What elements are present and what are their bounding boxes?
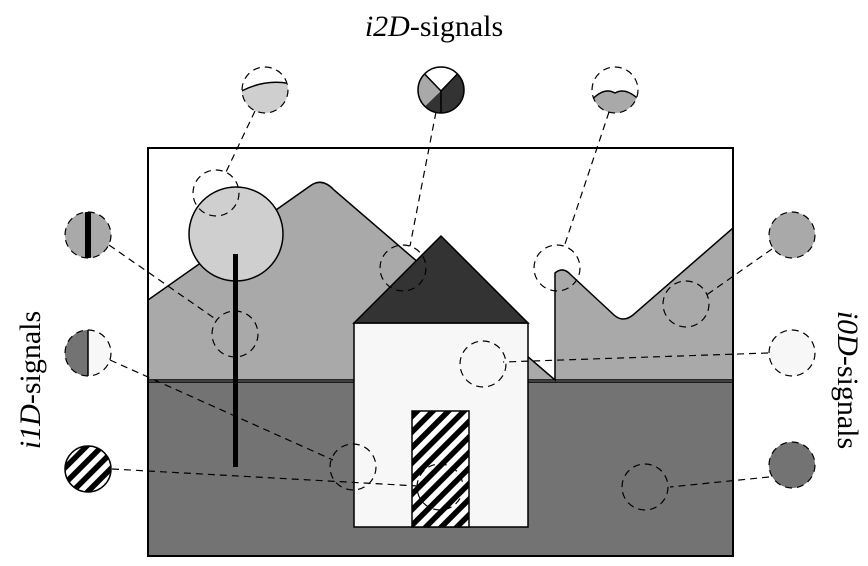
scene <box>148 148 733 556</box>
scene-frame <box>147 147 734 557</box>
i1d-patch-pole <box>64 211 112 259</box>
label-i0d-signals: i0D-signals <box>831 311 864 449</box>
connector-mountain-slope <box>704 248 773 297</box>
pole <box>233 254 238 467</box>
sample-mountain-slope <box>662 280 710 328</box>
i0d-patch-mountain <box>768 211 816 259</box>
label-i2d-signals: i2D-signals <box>365 10 503 43</box>
connector-house-wall <box>502 352 769 363</box>
label-i1d-signals: i1D-signals <box>14 311 47 449</box>
house-roof <box>352 234 530 324</box>
connectors <box>108 110 773 488</box>
sample-pole <box>211 310 259 358</box>
i2d-patch-sun-edge <box>241 66 289 114</box>
connector-horizon <box>109 359 334 461</box>
sample-house-wall <box>459 340 507 388</box>
sample-ground <box>621 463 669 511</box>
sample-roof-corner <box>379 244 427 292</box>
i2d-patch-corner <box>417 66 465 114</box>
i1d-patch-horizon <box>64 329 112 377</box>
sample-mountain-peak <box>533 244 581 292</box>
i0d-patch-ground <box>768 441 816 489</box>
connector-corner <box>409 111 437 247</box>
mountains <box>148 181 733 382</box>
connector-door <box>111 468 419 487</box>
i1d-patch-stripes <box>64 445 112 493</box>
scene-sample-locations <box>192 169 710 511</box>
sample-door <box>416 463 464 511</box>
connector-pole <box>108 244 215 319</box>
connector-ground <box>669 476 770 488</box>
sample-horizon <box>329 443 377 491</box>
i0d-patch-wall <box>768 329 816 377</box>
sample-sun-edge <box>192 169 240 217</box>
i2d-patch-peak <box>591 66 639 114</box>
house-door <box>411 410 470 528</box>
